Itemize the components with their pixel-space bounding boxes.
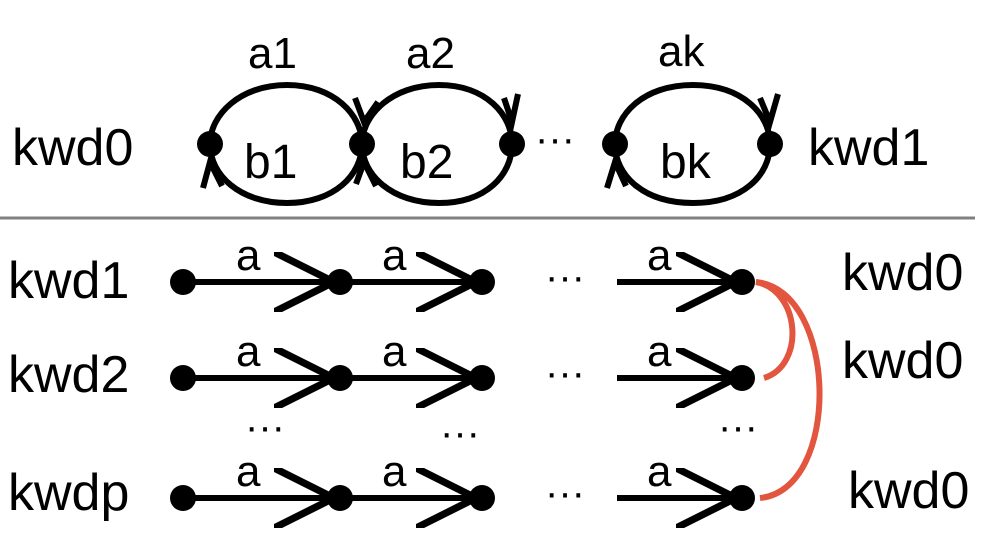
row-p-node-2 — [327, 485, 353, 511]
loop-2-upper-arrowhead-out — [501, 93, 521, 134]
row-p-edge-1-label: a — [236, 447, 261, 496]
top-node-3 — [499, 131, 525, 157]
row-p-node-4 — [729, 485, 755, 511]
row-1-left-label: kwd1 — [8, 252, 129, 310]
loop-k-lower-label: bk — [660, 136, 712, 189]
row-2-node-1 — [170, 365, 196, 391]
row-2-edge-3-label: a — [647, 327, 672, 376]
top-node-4 — [602, 131, 628, 157]
row-1-node-1 — [170, 269, 196, 295]
vertical-ellipsis-1: ··· — [245, 405, 285, 449]
vertical-ellipsis-3: ··· — [718, 405, 758, 449]
row-p-edge-3-label: a — [647, 447, 672, 496]
loop-k-upper-arrowhead — [757, 93, 781, 132]
row-2-left-label: kwd2 — [8, 346, 129, 404]
link-arc-rowp — [755, 279, 823, 501]
loop-k-lower-arc — [612, 143, 773, 207]
loop-2-lower-arrowhead — [353, 154, 379, 188]
top-right-label: kwd1 — [808, 119, 929, 177]
top-node-2 — [349, 131, 375, 157]
row-2-right-label: kwd0 — [842, 332, 963, 390]
row-p-ellipsis: ··· — [545, 471, 585, 515]
loop-k-upper-arc — [612, 81, 773, 145]
top-node-5 — [757, 131, 783, 157]
loop-2-upper-arrowhead-in — [352, 96, 381, 129]
chain-row-1: kwd1 a a a ··· kwd0 — [8, 231, 963, 310]
loop-k-upper-label: ak — [658, 27, 705, 76]
loop-2-lower-label: b2 — [400, 136, 453, 189]
loop-2-upper-label: a2 — [406, 29, 455, 78]
row-1-edge-2-label: a — [382, 231, 407, 280]
top-left-label: kwd0 — [12, 119, 133, 177]
loop-k-lower-arrowhead — [604, 153, 629, 189]
loop-1-lower-arc — [207, 143, 365, 207]
chain-row-p: kwdp a a a ··· kwd0 — [8, 447, 969, 522]
row-p-right-label: kwd0 — [848, 462, 969, 520]
row-1-right-label: kwd0 — [842, 244, 963, 302]
row-p-node-3 — [469, 485, 495, 511]
loop-1: a1 b1 — [200, 29, 365, 207]
row-p-node-1 — [170, 485, 196, 511]
bottom-section: kwd1 a a a ··· kwd0 kwd2 a a a ··· — [8, 231, 969, 522]
row-2-edge-1-label: a — [236, 327, 261, 376]
row-2-edge-2-label: a — [382, 327, 407, 376]
row-1-ellipsis: ··· — [545, 255, 585, 299]
top-section: kwd0 kwd1 a1 b1 a2 b2 ··· ak — [12, 27, 929, 207]
chain-row-2: kwd2 a a a ··· kwd0 — [8, 327, 963, 404]
row-1-edge-1-label: a — [236, 231, 261, 280]
row-2-node-3 — [469, 365, 495, 391]
row-1-node-3 — [469, 269, 495, 295]
top-node-1 — [197, 131, 223, 157]
row-p-left-label: kwdp — [8, 464, 129, 522]
loop-1-lower-arrowhead — [200, 153, 225, 189]
loop-1-lower-label: b1 — [244, 136, 297, 189]
loop-k: ak bk — [604, 27, 781, 207]
loop-1-upper-label: a1 — [248, 29, 297, 78]
row-p-edge-2-label: a — [382, 447, 407, 496]
row-2-ellipsis: ··· — [545, 351, 585, 395]
top-ellipsis: ··· — [535, 117, 575, 161]
row-2-node-2 — [327, 365, 353, 391]
row-1-edge-3-label: a — [647, 231, 672, 280]
row-1-node-2 — [327, 269, 353, 295]
row-2-node-4 — [729, 365, 755, 391]
vertical-ellipsis-2: ··· — [440, 411, 480, 455]
loop-1-upper-arc — [207, 81, 365, 145]
loop-2: a2 b2 — [352, 29, 521, 207]
row-1-node-4 — [729, 269, 755, 295]
